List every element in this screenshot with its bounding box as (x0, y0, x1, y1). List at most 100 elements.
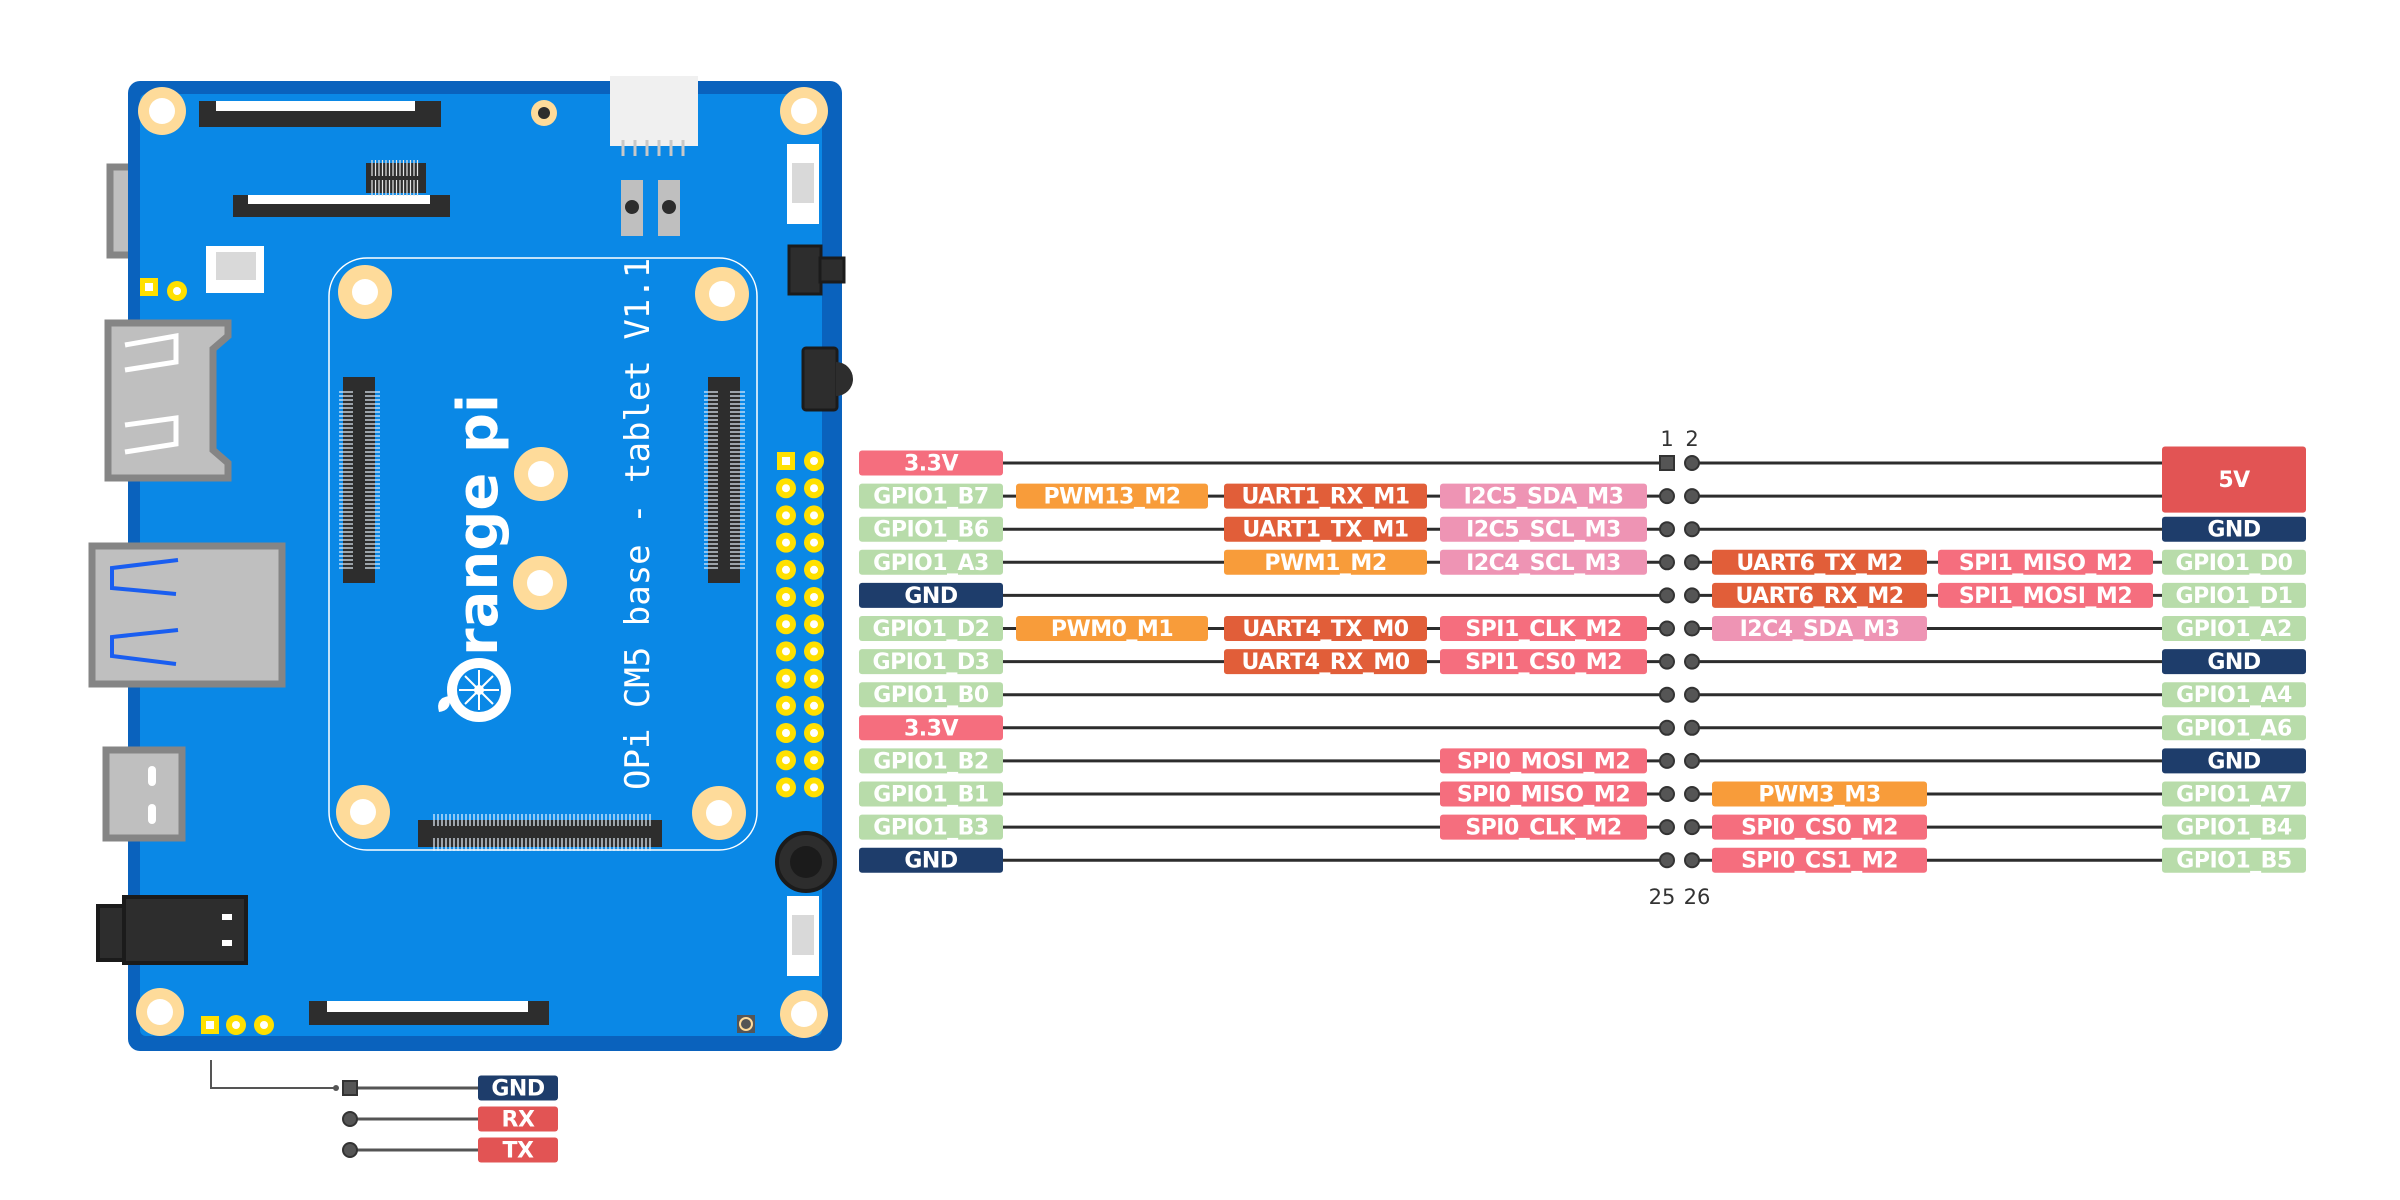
label-text-i2c4-sda-m3: I2C4_SDA_M3 (1740, 617, 1900, 642)
gpio-label: GPIO1_B7 (859, 483, 1003, 510)
gpio-label: GPIO1_A2 (2162, 616, 2306, 642)
label-background (1224, 649, 1427, 675)
label-background (1440, 516, 1647, 542)
pin-marker (1684, 719, 1700, 736)
uart-label: UART4_RX_M0 (1224, 649, 1427, 675)
label-background (1440, 616, 1647, 641)
uart-label: UART4_TX_M0 (1224, 616, 1427, 642)
i2c-label: I2C4_SDA_M3 (1712, 616, 1927, 642)
pin-number-labels: 1 2 25 26 (1649, 427, 1711, 909)
board-title: OPi CM5 base - tablet V1.1 (618, 258, 658, 790)
pin-marker (342, 1142, 358, 1158)
pin-marker (1659, 752, 1675, 769)
label-text-5v: 5V (2218, 468, 2250, 493)
label-background (859, 847, 1003, 873)
label-text-gpio1-b0: GPIO1_B0 (873, 683, 989, 708)
label-background (859, 516, 1003, 542)
label-text-gpio1-b7: GPIO1_B7 (873, 485, 988, 510)
header-pin-center (782, 783, 790, 792)
label-background (1224, 549, 1427, 575)
spi-label: SPI0_CS0_M2 (1712, 814, 1927, 841)
debug-uart-tx: TX (342, 1137, 558, 1164)
header-pin-center (810, 620, 818, 629)
spi-label: SPI1_MOSI_M2 (1938, 582, 2153, 609)
pin-marker (1684, 852, 1700, 869)
header-pin-center (782, 511, 790, 520)
label-background (859, 582, 1003, 608)
label-text-pwm0-m1: PWM0_M1 (1051, 617, 1173, 642)
label-text-gpio1-d3: GPIO1_D3 (873, 650, 990, 675)
power-switch-knob (818, 256, 846, 284)
gnd-label: GND (2162, 649, 2306, 675)
label-text-3-3v: 3.3V (904, 452, 958, 477)
fpc-connector-bottom-slot (327, 1001, 528, 1012)
pin-marker (1684, 686, 1700, 703)
label-background (859, 549, 1003, 575)
pin-marker (1684, 554, 1700, 571)
label-background (1712, 616, 1927, 641)
label-background (1224, 483, 1427, 509)
label-text-spi1-mosi-m2: SPI1_MOSI_M2 (1959, 584, 2132, 609)
pin-number-26: 26 (1684, 885, 1711, 909)
pin-marker (1659, 786, 1675, 802)
pin-marker (1684, 587, 1700, 604)
test-point-ring (739, 1017, 753, 1031)
label-text-uart4-rx-m0: UART4_RX_M0 (1241, 650, 1409, 675)
label-background (1712, 781, 1927, 807)
mounting-hole-center (147, 999, 173, 1025)
spi-label: SPI1_MISO_M2 (1938, 549, 2153, 576)
header-pin-center (782, 593, 790, 601)
usb-a-port-mark (110, 558, 179, 596)
label-background (1440, 748, 1647, 774)
module-hole-center (352, 279, 378, 305)
label-text-spi1-miso-m2: SPI1_MISO_M2 (1959, 551, 2132, 576)
label-background (478, 1106, 558, 1132)
gnd-label: GND (859, 847, 1003, 874)
gpio-label: GPIO1_A7 (2162, 781, 2306, 808)
orange-logo-icon (438, 658, 511, 722)
label-background (2162, 715, 2306, 741)
header-pin-center (782, 729, 790, 737)
pin-row-6: GND (1684, 516, 2306, 543)
label-text-i2c4-scl-m3: I2C4_SCL_M3 (1466, 551, 1621, 576)
label-background (859, 748, 1003, 774)
jst-connector-right-inner (792, 163, 814, 203)
label-background (2162, 682, 2306, 708)
pin-marker (1659, 587, 1675, 604)
pin-marker (1659, 521, 1675, 538)
pin-marker (1684, 620, 1700, 637)
gpio-label: GPIO1_B3 (859, 814, 1003, 841)
header-pin-center (782, 457, 790, 465)
pin-marker (1659, 819, 1675, 836)
btb-connector-right-pins (704, 391, 745, 569)
mounting-hole-center (791, 1001, 817, 1027)
label-background (1938, 549, 2153, 575)
uart-pad-center (260, 1021, 268, 1029)
pwm-label: PWM1_M2 (1224, 549, 1427, 576)
pin-marker (342, 1111, 358, 1127)
pin-marker (1684, 488, 1700, 505)
pin-row-16: GPIO1_A4 (1684, 682, 2306, 708)
label-background (1712, 847, 1927, 873)
label-background (2162, 446, 2306, 513)
module-hole-center (706, 800, 732, 826)
debug-uart-rx: RX (342, 1106, 558, 1133)
header-pin-center (810, 593, 818, 601)
label-background (1440, 814, 1647, 840)
pin-row-18: GPIO1_A6 (1684, 715, 2306, 741)
gpio-label: GPIO1_B4 (2162, 814, 2306, 841)
mounting-hole-center (149, 98, 175, 124)
label-text-pwm1-m2: PWM1_M2 (1264, 551, 1386, 576)
label-text-spi1-cs0-m2: SPI1_CS0_M2 (1465, 650, 1622, 675)
pwm-label: PWM13_M2 (1016, 483, 1208, 510)
label-text-uart6-tx-m2: UART6_TX_M2 (1736, 551, 1902, 576)
label-background (859, 450, 1003, 476)
usb-a-port-mark (110, 628, 179, 666)
pin-marker (1659, 653, 1675, 670)
label-text-pwm3-m3: PWM3_M3 (1758, 783, 1880, 808)
